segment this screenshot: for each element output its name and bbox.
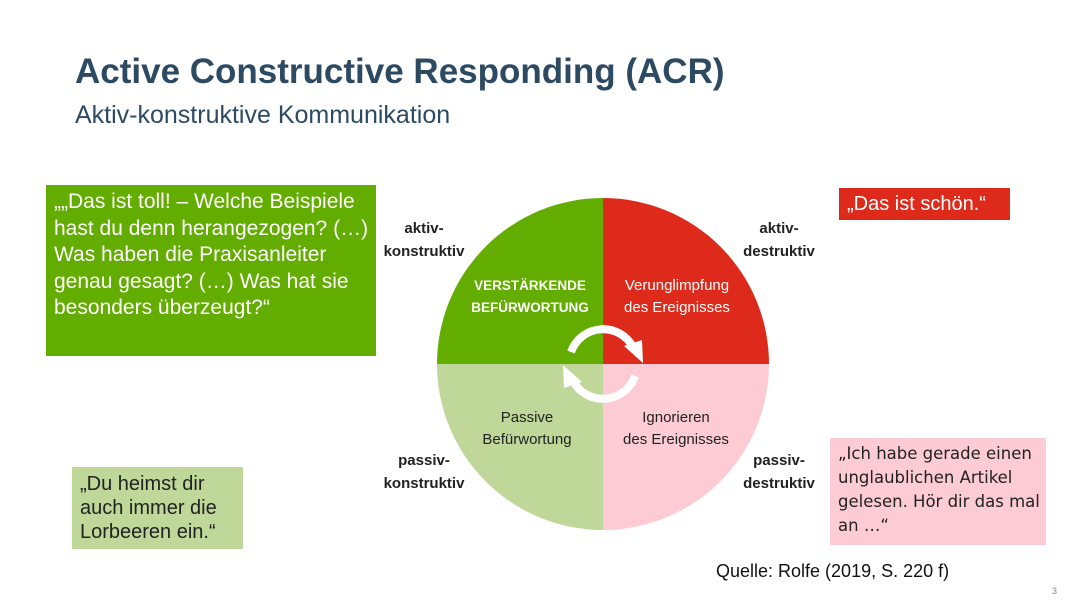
quadrant-label-bottom-right-line2: des Ereignisses <box>623 431 729 448</box>
quadrant-label-top-right-line2: des Ereignisses <box>624 299 730 316</box>
quadrant-label-top-left-line1: VERSTÄRKENDE <box>474 278 586 293</box>
cycle-arrowhead-top <box>624 340 643 363</box>
slide-subtitle: Aktiv-konstruktive Kommunikation <box>75 101 451 129</box>
example-aktiv-destruktiv: „Das ist schön.“ <box>839 188 1010 220</box>
cycle-arrow-bottom <box>569 374 639 403</box>
axis-label-line: aktiv- <box>404 220 444 237</box>
axis-label-passiv-destruktiv: passiv- destruktiv <box>737 449 821 495</box>
quadrant-label-top-right-line1: Verunglimpfung <box>625 277 729 294</box>
axis-label-aktiv-konstruktiv: aktiv- konstruktiv <box>380 217 468 263</box>
example-aktiv-konstruktiv: „„Das ist toll! – Welche Beispiele hast … <box>46 185 376 356</box>
example-passiv-konstruktiv: „Du heimst dir auch immer die Lorbeeren … <box>72 467 243 549</box>
axis-label-line: aktiv- <box>759 220 799 237</box>
slide-title: Active Constructive Responding (ACR) <box>75 52 725 91</box>
axis-label-line: destruktiv <box>743 243 815 260</box>
cycle-arrowhead-bottom <box>563 365 582 388</box>
cycle-arrows-icon <box>563 325 643 403</box>
axis-label-line: passiv- <box>753 452 805 469</box>
example-passiv-destruktiv: „Ich habe gerade einen unglaublichen Art… <box>830 438 1046 545</box>
quadrant-label-bottom-right-line1: Ignorieren <box>642 409 710 426</box>
cycle-arrow-top <box>567 325 637 354</box>
quadrant-label-bottom-left-line2: Befürwortung <box>482 431 571 448</box>
axis-label-line: konstruktiv <box>383 243 465 260</box>
quadrant-top-right <box>603 198 769 364</box>
quadrant-label-top-left-line2: BEFÜRWORTUNG <box>471 300 589 315</box>
axis-label-line: destruktiv <box>743 475 815 492</box>
quadrant-label-bottom-left-line1: Passive <box>501 409 554 426</box>
source-citation: Quelle: Rolfe (2019, S. 220 f) <box>716 561 950 581</box>
axis-label-line: konstruktiv <box>383 475 465 492</box>
axis-label-line: passiv- <box>398 452 450 469</box>
quadrant-bottom-left <box>437 364 603 530</box>
axis-label-aktiv-destruktiv: aktiv- destruktiv <box>737 217 821 263</box>
axis-label-passiv-konstruktiv: passiv- konstruktiv <box>380 449 468 495</box>
page-number: 3 <box>1052 586 1058 596</box>
quadrant-top-left <box>437 198 603 364</box>
quadrant-bottom-right <box>603 364 769 530</box>
